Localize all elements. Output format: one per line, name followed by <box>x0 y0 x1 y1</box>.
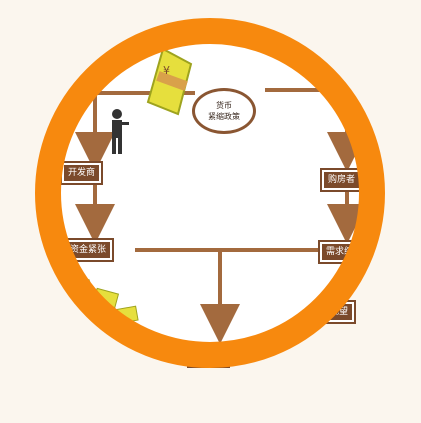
person-icon <box>112 109 129 154</box>
node-wait-see: 观望 <box>324 302 355 322</box>
scattered-money-icon <box>67 279 139 325</box>
node-price-cut: 降价潮 <box>189 346 229 366</box>
arrow-price-to-wait <box>259 323 349 348</box>
buyer-figure-icon <box>356 134 365 154</box>
node-monetary-policy: 货币 紧缩政策 <box>192 88 256 134</box>
svg-text:¥: ¥ <box>163 64 170 77</box>
diagram-canvas: ¥ <box>55 38 365 348</box>
money-roll-icon: ¥ <box>146 47 193 116</box>
node-developer: 开发商 <box>62 163 102 183</box>
node-buyer: 购房者 <box>322 170 362 190</box>
flow-arrows <box>75 88 365 348</box>
node-demand-drop: 需求缩减 <box>320 242 369 262</box>
node-capital-tight: 资金紧张 <box>64 240 113 260</box>
